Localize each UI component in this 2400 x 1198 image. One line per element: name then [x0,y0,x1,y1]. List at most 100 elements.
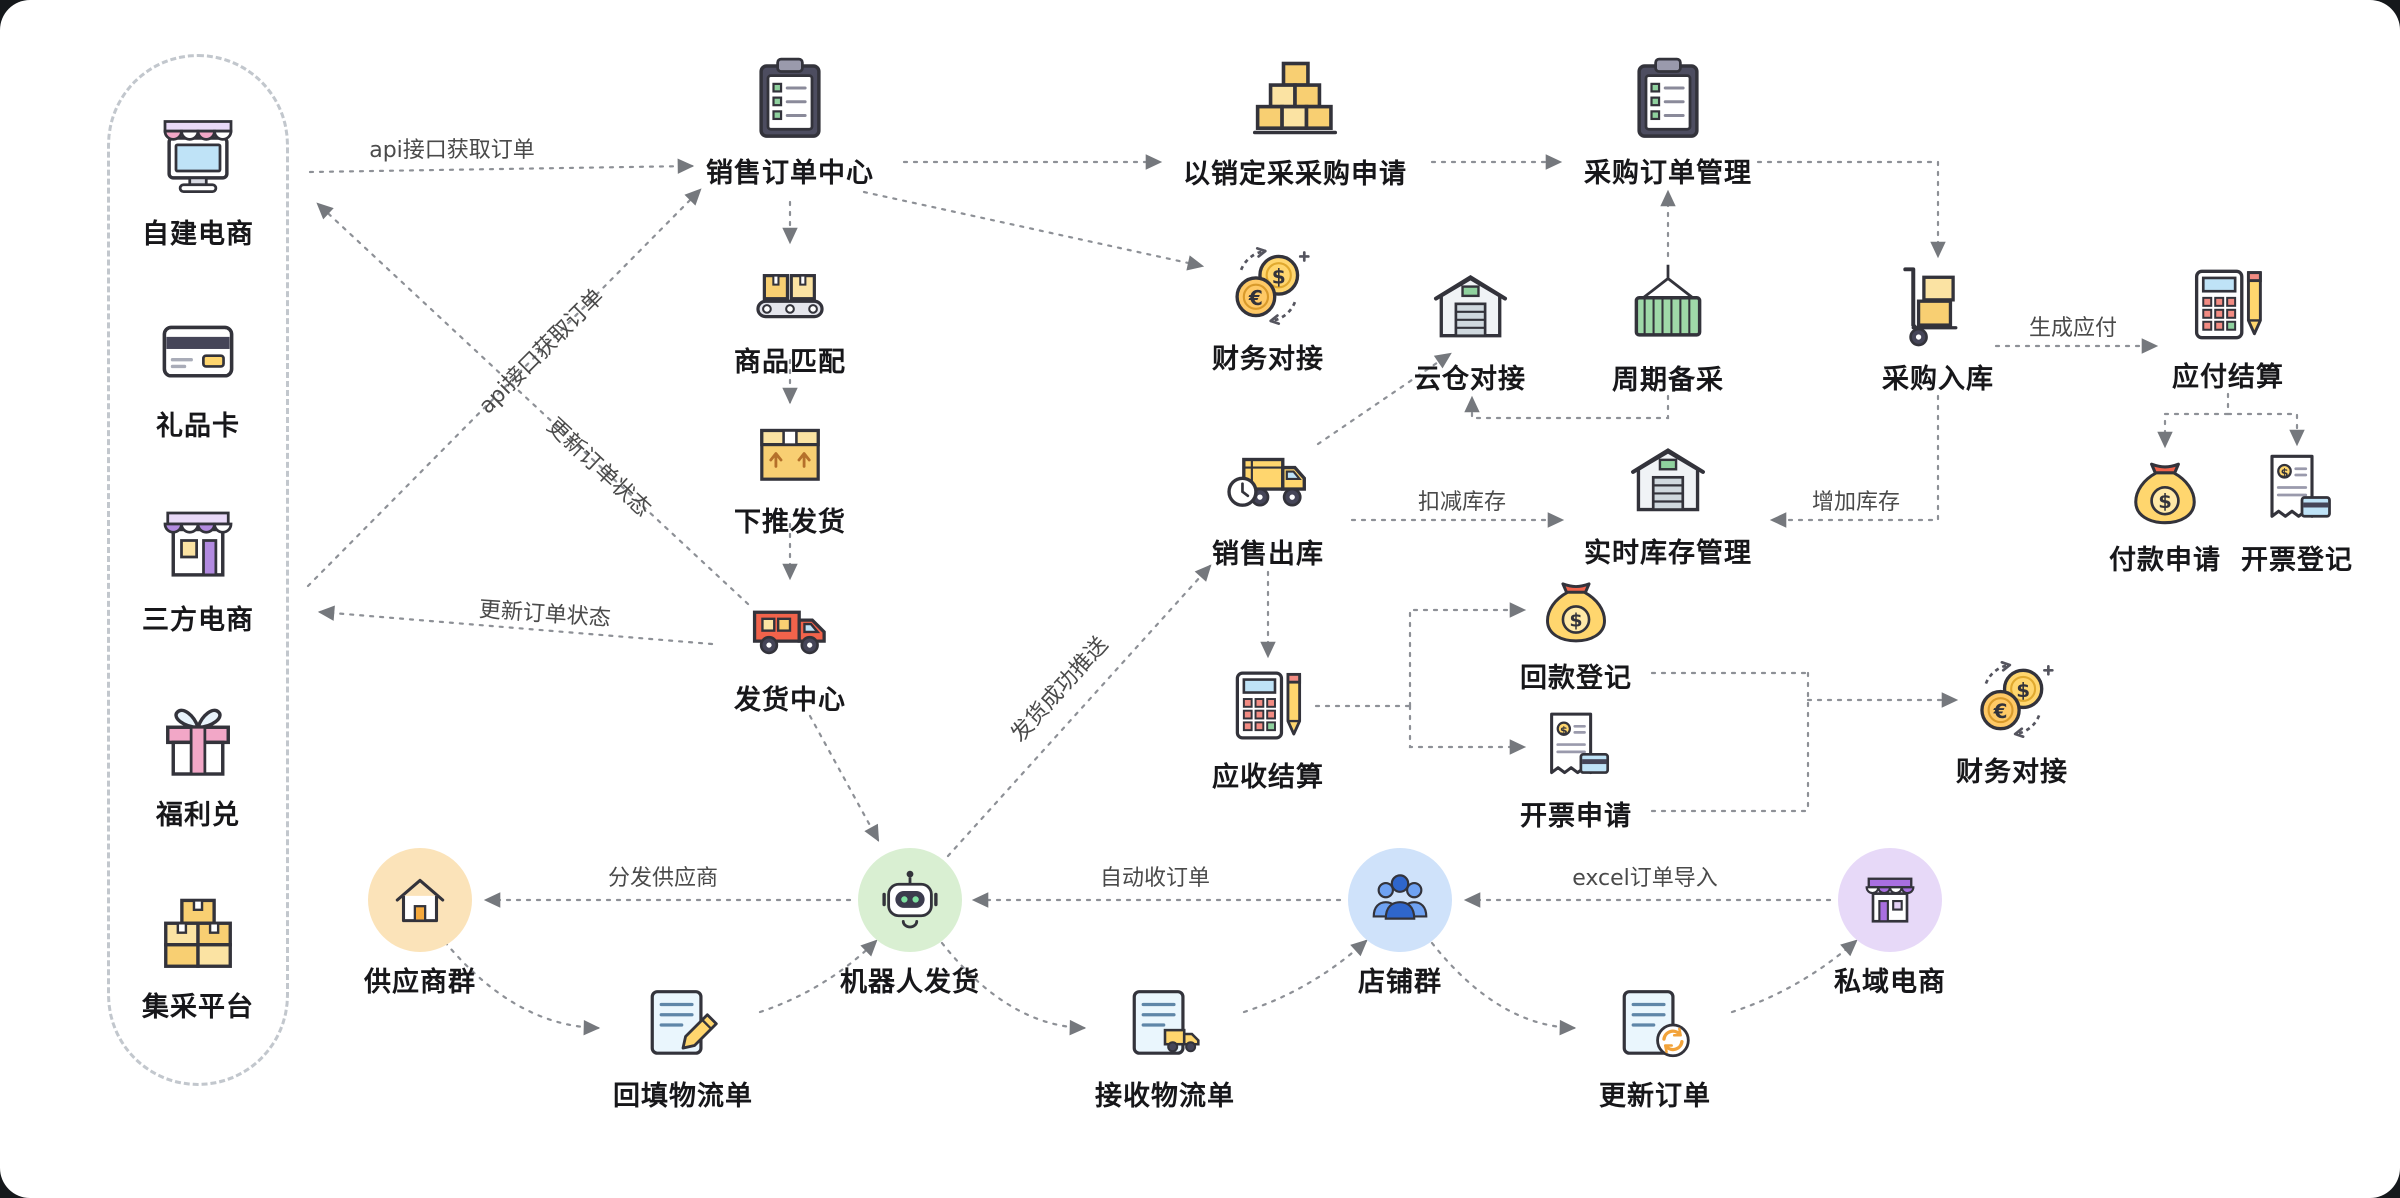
node-payment-request: 付款申请 [2109,452,2221,577]
node-label: 接收物流单 [1095,1081,1235,1112]
node-sales-order-center: 销售订单中心 [706,55,874,190]
source-item-gift-card: 礼品卡 [155,310,241,443]
node-push-shipping: 下推发货 [734,410,846,539]
node-product-matching: 商品匹配 [734,250,846,379]
edge-backfill-to-robot [758,939,878,1014]
node-label: 更新订单 [1599,1081,1711,1112]
node-purchase-order-mgmt: 采购订单管理 [1584,55,1752,190]
node-label: 开票登记 [2241,545,2353,576]
edge-receivable-to-invoice-request [1408,704,1527,755]
edge-api-fetch-2 [306,188,702,588]
source-item-procurement-platform: 集采平台 [142,891,254,1024]
stacked-boxes-icon [155,891,241,977]
currency-exchange-icon [1225,243,1311,329]
node-label: 采购入库 [1882,364,1994,395]
monitor-store-icon [154,116,242,204]
node-label: 财务对接 [1956,757,2068,788]
node-collection-register: 回款登记 [1520,572,1632,695]
edge-shipping-to-robot [808,714,880,842]
node-label: 下推发货 [734,507,846,538]
robot-icon [874,864,946,936]
purple-storefront-icon [1856,866,1924,934]
edge-label-auto-receive-orders: 自动收订单 [1099,866,1211,891]
node-label: 开票申请 [1520,801,1632,832]
node-label: 福利兑 [156,799,240,831]
truck-clock-icon [1225,438,1311,524]
gift-icon [154,697,242,785]
invoice-receipt-icon [2257,450,2337,530]
node-supplier-group: 供应商群 [364,848,476,999]
money-bag-icon [1538,572,1614,648]
node-label: 机器人发货 [840,967,980,998]
private-ecommerce-avatar [1838,848,1942,952]
node-label: 集采平台 [142,991,254,1023]
node-private-ecommerce: 私域电商 [1834,848,1946,999]
edge-order-to-finance1 [862,190,1205,271]
node-label: 云仓对接 [1414,364,1526,395]
edge-purchase-mgmt-to-inbound [1756,160,1946,259]
edge-outbound-to-cloud [1316,352,1452,446]
node-cycle-purchase: 周期备采 [1612,262,1724,397]
cargo-container-icon [1624,262,1712,350]
house-icon [387,867,453,933]
node-receive-logistics: 接收物流单 [1095,984,1235,1113]
edge-label-api-fetch-1: api接口获取订单 [369,138,535,163]
node-robot-shipping: 机器人发货 [840,848,980,999]
document-refresh-icon [1614,984,1696,1066]
node-cloud-warehouse: 云仓对接 [1414,264,1526,396]
source-item-welfare: 福利兑 [154,697,242,832]
node-update-order: 更新订单 [1599,984,1711,1113]
node-shop-group: 店铺群 [1348,848,1452,999]
edge-cycle-to-cloud [1464,394,1670,420]
node-label: 应付结算 [2172,362,2284,393]
edge-robot-to-outbound [946,564,1212,858]
clipboard-icon [746,55,834,143]
edge-update-status-1 [316,202,750,606]
node-label: 店铺群 [1358,967,1442,998]
gift-card-icon [155,310,241,396]
edge-label-excel-order-import: excel订单导入 [1572,866,1718,891]
edge-suppliers-to-backfill [443,940,601,1036]
document-truck-icon [1124,984,1206,1066]
supplier-avatar [368,848,472,952]
node-label: 发货中心 [734,685,846,716]
edge-robot-to-receive [940,941,1087,1036]
edge-payable-to-invoice-register [2226,412,2305,447]
edge-label-deduct-inventory: 扣减库存 [1417,490,1507,515]
node-invoice-request: 开票申请 [1520,708,1632,833]
edge-label-increase-inventory: 增加库存 [1811,490,1901,515]
calculator-pencil-icon [1227,664,1310,747]
document-pencil-icon [642,984,724,1066]
invoice-receipt-icon [1537,708,1615,786]
edge-api-fetch-1 [308,158,695,174]
node-label: 销售出库 [1212,539,1324,570]
parcel-box-icon [749,410,831,492]
source-item-self-ecommerce: 自建电商 [142,116,254,251]
money-bag-icon [2126,452,2204,530]
warehouse-icon [1428,264,1513,349]
edge-payable-to-payment-request [2157,412,2230,449]
storefront-icon [154,502,242,590]
node-sales-based-purchase-request: 以销定采采购申请 [1183,52,1407,191]
node-label: 应收结算 [1212,762,1324,793]
edge-receive-to-shops [1242,939,1368,1014]
warehouse-icon [1625,437,1711,523]
node-label: 财务对接 [1212,344,1324,375]
node-label: 礼品卡 [156,411,240,443]
edge-label-distribute-suppliers: 分发供应商 [607,866,719,891]
node-label: 自建电商 [142,219,254,251]
node-label: 周期备采 [1612,365,1724,396]
edge-label-generate-payable: 生成应付 [2028,316,2118,341]
shop-group-avatar [1348,848,1452,952]
node-label: 以销定采采购申请 [1183,159,1407,190]
node-backfill-logistics: 回填物流单 [613,984,753,1113]
node-finance-integration-2: 财务对接 [1956,657,2068,789]
node-label: 付款申请 [2109,545,2221,576]
node-purchase-inbound: 采购入库 [1882,264,1994,396]
node-receivable-settlement: 应收结算 [1212,664,1324,794]
box-pyramid-icon [1249,52,1341,144]
edge-shops-to-update [1430,941,1577,1036]
source-item-third-party: 三方电商 [142,502,254,637]
